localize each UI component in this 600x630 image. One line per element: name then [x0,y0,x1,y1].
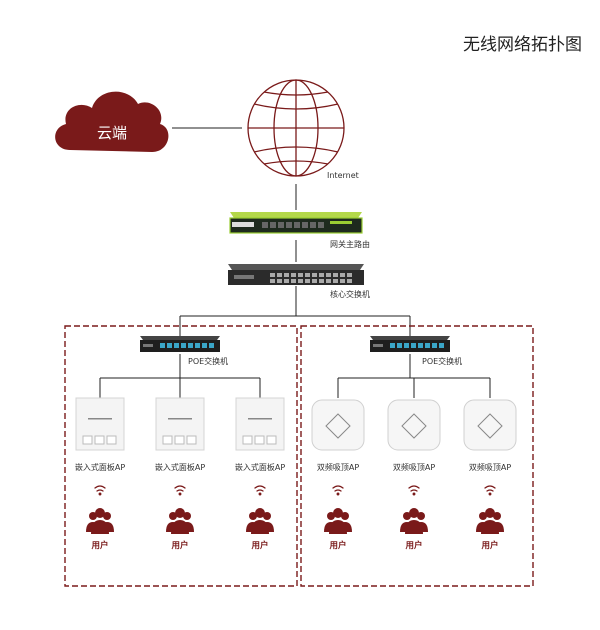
panel-ap-icon [76,398,124,450]
user-label: 用户 [155,539,205,551]
core-switch-label: 核心交换机 [330,289,370,300]
router-label: 网关主路由 [330,239,370,250]
panel-ap-icon [156,398,204,450]
ap-label: 双频吸顶AP [374,462,454,473]
users-icon [324,508,352,534]
ceiling-ap-icon [312,400,364,450]
user-label: 用户 [465,539,515,551]
ap-label: 嵌入式面板AP [220,462,300,473]
users-icon [86,508,114,534]
user-label: 用户 [235,539,285,551]
wifi-signal-icon [95,486,105,495]
users-icon [476,508,504,534]
poe-switch-icon [140,336,220,352]
ceiling-ap-icon [388,400,440,450]
user-label: 用户 [389,539,439,551]
ceiling-ap-icon [464,400,516,450]
poe-switch-label: POE交换机 [422,356,462,367]
internet-label: Internet [327,171,359,180]
ap-label: 双频吸顶AP [450,462,530,473]
users-icon [400,508,428,534]
router-icon [230,212,362,233]
poe-switch-label: POE交换机 [188,356,228,367]
wifi-signal-icon [409,486,419,495]
user-label: 用户 [313,539,363,551]
wifi-signal-icon [485,486,495,495]
wifi-signal-icon [333,486,343,495]
ap-label: 嵌入式面板AP [60,462,140,473]
globe-icon [248,80,344,176]
cloud-label: 云端 [82,122,142,143]
users-icon [246,508,274,534]
wifi-signal-icon [175,486,185,495]
users-icon [166,508,194,534]
ap-label: 嵌入式面板AP [140,462,220,473]
core-switch-icon [228,264,364,285]
poe-switch-icon [370,336,450,352]
ap-label: 双频吸顶AP [298,462,378,473]
user-label: 用户 [75,539,125,551]
wifi-signal-icon [255,486,265,495]
panel-ap-icon [236,398,284,450]
